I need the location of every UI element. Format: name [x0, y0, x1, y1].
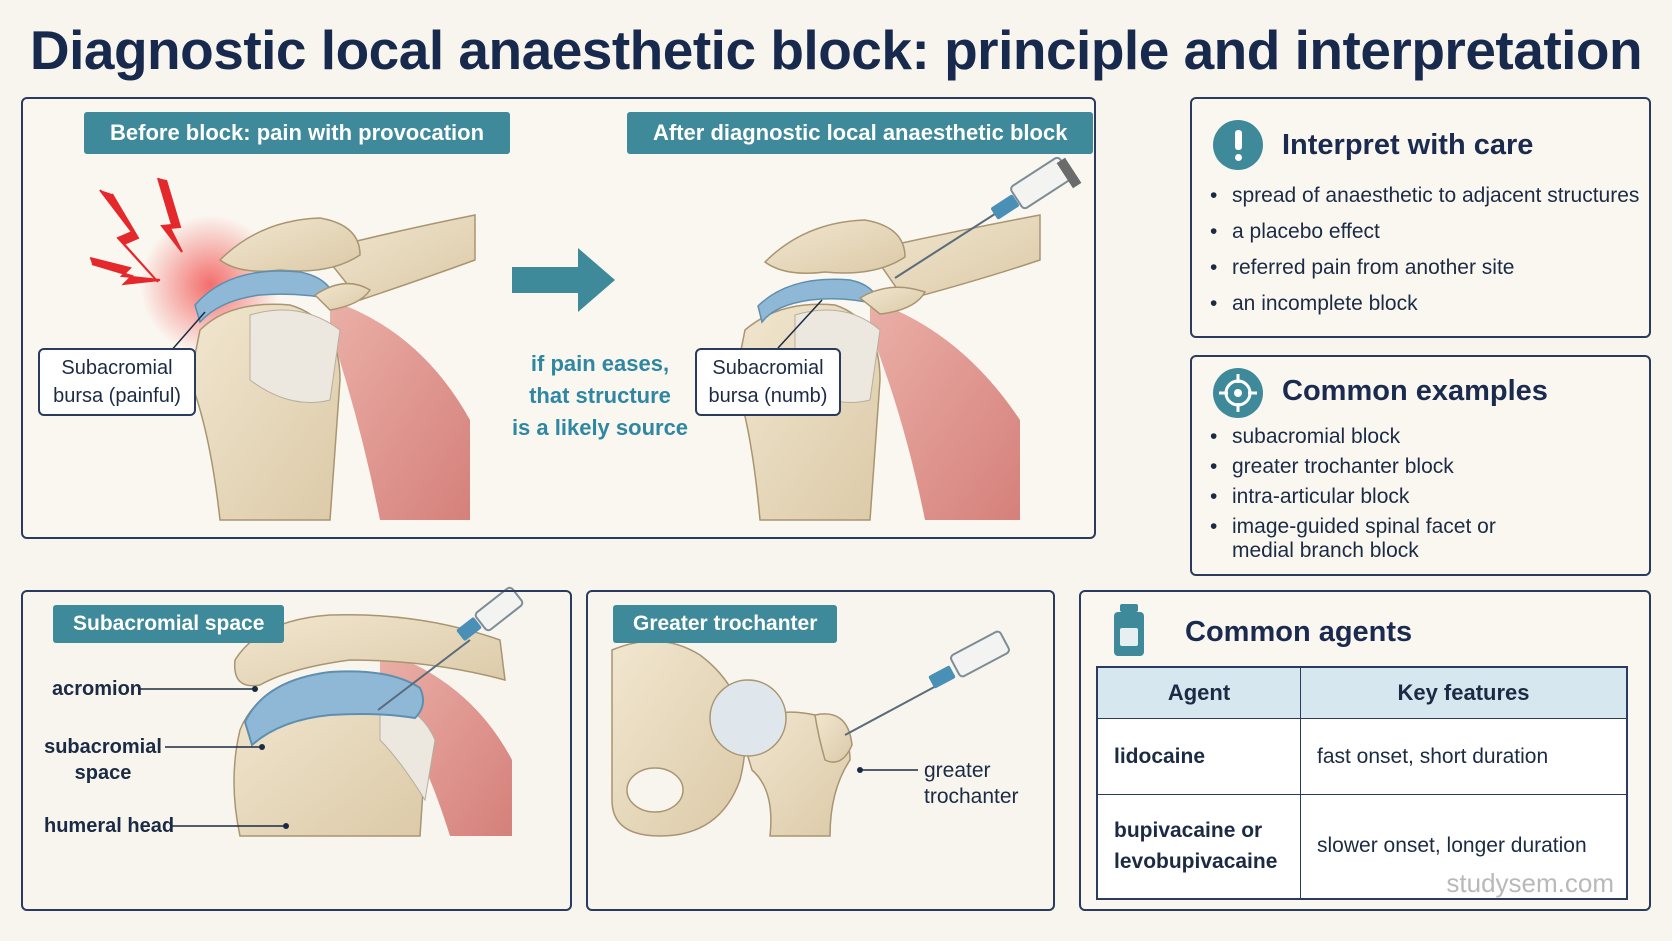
before-bursa-callout: Subacromial bursa (painful)	[38, 348, 196, 416]
greater-trochanter-label: greater trochanter	[924, 758, 1019, 810]
example-item: subacromial block	[1206, 425, 1506, 449]
example-item: intra-articular block	[1206, 485, 1506, 509]
page-title: Diagnostic local anaesthetic block: prin…	[29, 19, 1643, 81]
humeral-head-label: humeral head	[44, 815, 175, 837]
table-row: lidocaine fast onset, short duration	[1096, 718, 1628, 795]
example-item: greater trochanter block	[1206, 455, 1506, 479]
after-bursa-callout: Subacromial bursa (numb)	[695, 348, 841, 416]
acromion-label: acromion	[52, 678, 143, 700]
interpret-heading: Interpret with care	[1282, 129, 1534, 161]
examples-list: subacromial block greater trochanter blo…	[1206, 425, 1506, 563]
before-callout-line-2: bursa (painful)	[53, 385, 181, 407]
middle-line-3: is a likely source	[511, 415, 689, 440]
interpret-item: spread of anaesthetic to adjacent struct…	[1206, 184, 1639, 208]
agent-line-2: levobupivacaine	[1114, 850, 1278, 874]
interpret-item: an incomplete block	[1206, 292, 1639, 316]
trochanter-line-2: trochanter	[924, 785, 1019, 808]
subacromial-tag: Subacromial space	[53, 605, 285, 643]
interpret-item: a placebo effect	[1206, 220, 1639, 244]
middle-line-1: if pain eases,	[530, 351, 670, 376]
middle-explanation: if pain eases, that structure is a likel…	[500, 348, 700, 444]
agent-column-header: Agent	[1096, 666, 1301, 719]
subacromial-space-line-1: subacromial	[44, 736, 162, 758]
vial-icon	[1112, 604, 1146, 656]
trochanter-panel	[586, 590, 1055, 911]
principle-panel	[21, 97, 1096, 539]
interpret-item: referred pain from another site	[1206, 256, 1639, 280]
watermark: studysem.com	[1446, 868, 1614, 898]
agents-header-row: Agent Key features	[1096, 666, 1628, 719]
table-row: bupivacaine or levobupivacaine slower on…	[1096, 794, 1628, 899]
subacromial-space-line-2: space	[74, 762, 132, 784]
after-callout-line-2: bursa (numb)	[708, 385, 828, 407]
trochanter-tag: Greater trochanter	[613, 605, 838, 643]
trochanter-line-1: greater	[924, 759, 991, 782]
features-cell: fast onset, short duration	[1300, 718, 1628, 795]
target-icon-glyph	[1219, 374, 1257, 412]
agent-cell: bupivacaine or levobupivacaine	[1096, 794, 1301, 899]
features-column-header: Key features	[1300, 666, 1628, 719]
examples-heading: Common examples	[1282, 375, 1548, 407]
exclamation-icon	[1213, 120, 1263, 170]
agents-heading: Common agents	[1185, 616, 1413, 648]
interpret-list: spread of anaesthetic to adjacent struct…	[1206, 184, 1639, 316]
after-block-tag: After diagnostic local anaesthetic block	[627, 112, 1094, 154]
subacromial-panel	[21, 590, 572, 911]
features-cell: slower onset, longer duration	[1300, 794, 1628, 899]
example-item: image-guided spinal facet or medial bran…	[1206, 515, 1506, 563]
subacromial-space-label: subacromial space	[44, 734, 162, 786]
agent-cell: lidocaine	[1096, 718, 1301, 795]
agent-line-1: bupivacaine or	[1114, 819, 1263, 843]
after-callout-line-1: Subacromial	[712, 357, 824, 379]
agents-table: Agent Key features lidocaine fast onset,…	[1096, 666, 1628, 900]
target-icon	[1213, 368, 1263, 418]
before-block-tag: Before block: pain with provocation	[84, 112, 511, 154]
before-callout-line-1: Subacromial	[61, 357, 173, 379]
middle-line-2: that structure	[529, 383, 671, 408]
